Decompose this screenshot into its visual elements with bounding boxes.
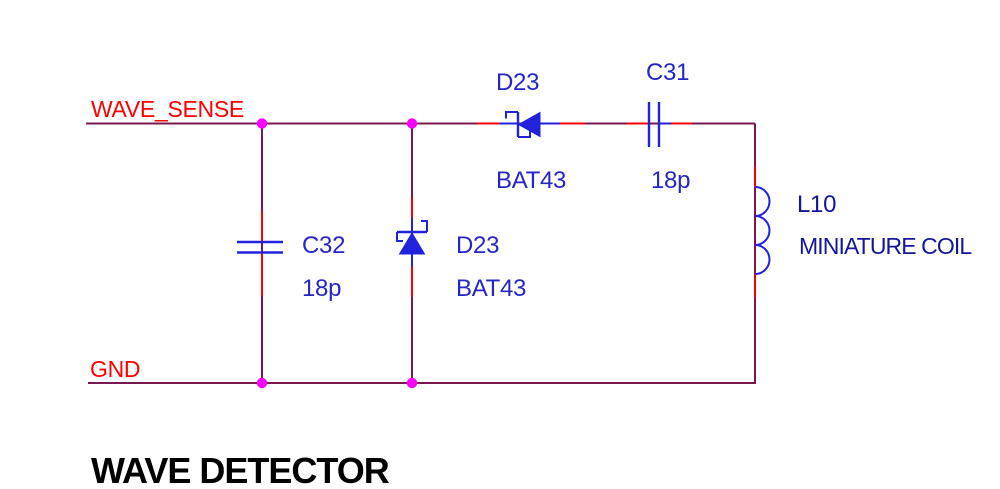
junction-dot-gnd-d23 — [406, 377, 418, 389]
component-pins — [261, 122, 756, 297]
junction-dots — [256, 118, 418, 389]
schematic-title: WAVE DETECTOR — [91, 450, 390, 489]
net-label-wave-sense: WAVE_SENSE — [91, 96, 244, 122]
l10-coil-arcs — [754, 186, 771, 275]
labels: WAVE_SENSE GND C32 18p D23 BAT43 D23 BAT… — [90, 59, 973, 489]
c31-value-label: 18p — [651, 167, 690, 194]
c31-ref-label: C31 — [646, 59, 689, 86]
d23v-schottky-hook-left — [396, 232, 403, 242]
d23h-schottky-hook-bottom — [518, 130, 531, 138]
schottky-diode-symbol-d23-series — [500, 111, 560, 138]
d23h-value-label: BAT43 — [496, 167, 566, 194]
d23v-schottky-hook-right — [421, 220, 428, 232]
d23h-ref-label: D23 — [496, 69, 539, 96]
junction-dot-top-d23 — [406, 118, 418, 129]
schottky-diode-symbol-d23-shunt — [396, 218, 428, 267]
capacitor-symbol-c31 — [647, 102, 671, 147]
l10-ref-label: L10 — [797, 191, 836, 218]
junction-dot-gnd-c32 — [256, 377, 268, 389]
d23v-ref-label: D23 — [456, 232, 499, 259]
d23v-anode-triangle — [398, 232, 426, 255]
d23h-schottky-hook-top — [505, 111, 518, 119]
junction-dot-top-c32 — [256, 118, 268, 129]
inductor-coil-symbol-l10 — [754, 186, 771, 275]
l10-value-label: MINIATURE COIL — [799, 233, 972, 259]
c32-value-label: 18p — [302, 275, 341, 302]
c32-ref-label: C32 — [302, 232, 345, 259]
capacitor-symbol-c32 — [237, 240, 283, 254]
d23v-value-label: BAT43 — [456, 275, 526, 302]
net-label-gnd: GND — [90, 356, 140, 382]
